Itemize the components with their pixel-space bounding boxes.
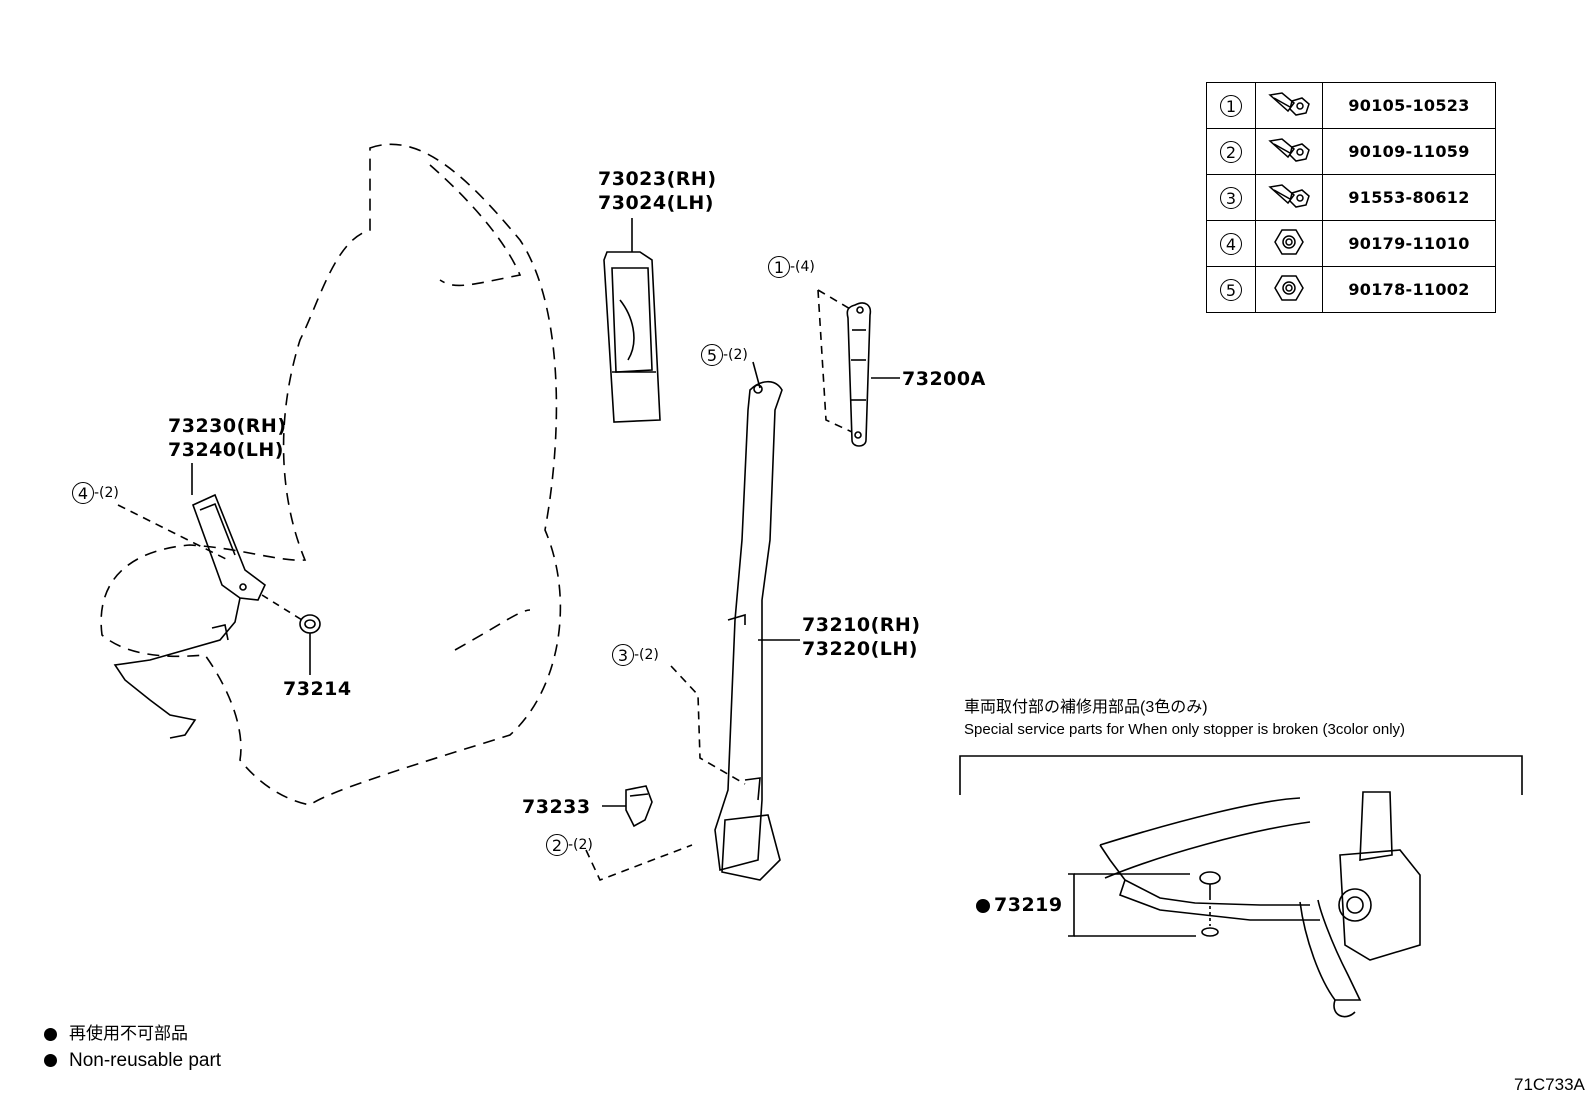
diagram-id: 71C733A [1514, 1075, 1585, 1094]
ref-number: 3 [1220, 186, 1242, 209]
label-belt-rh: 73210(RH) [802, 614, 921, 636]
ref-callout-1: 1-(4) [768, 256, 815, 278]
buckle-assembly [113, 463, 266, 739]
part-number: 91553-80612 [1322, 174, 1496, 221]
parts-table-row: 4 90179-11010 [1206, 220, 1496, 267]
parts-table-row: 5 90178-11002 [1206, 266, 1496, 313]
ref-number: 2 [1220, 140, 1242, 163]
label-clip: 73233 [522, 796, 591, 818]
legend-en: Non-reusable part [44, 1051, 221, 1070]
parts-table: 1 90105-10523 2 90109-11059 3 91553-80612 4 901… [1206, 82, 1496, 313]
legend-jp: 再使用不可部品 [44, 1025, 188, 1042]
part-number: 90179-11010 [1322, 220, 1496, 267]
ref-callout-2: 2-(2) [546, 834, 593, 856]
leader-lines [117, 504, 746, 882]
part-number: 90105-10523 [1322, 82, 1496, 129]
nut-icon [1272, 228, 1306, 263]
ref-number: 4 [1220, 232, 1242, 255]
special-service-title-jp: 車両取付部の補修用部品(3色のみ) [964, 699, 1208, 716]
parts-table-row: 1 90105-10523 [1206, 82, 1496, 129]
clip-part [602, 785, 653, 828]
special-service-frame [959, 755, 1523, 937]
part-number: 90109-11059 [1322, 128, 1496, 175]
parts-table-row: 2 90109-11059 [1206, 128, 1496, 175]
label-buckle-rh: 73230(RH) [168, 415, 287, 437]
seat-belt-assembly [714, 380, 800, 881]
nut-icon [1272, 274, 1306, 309]
ref-callout-3: 3-(2) [612, 644, 659, 666]
stopper-illustration [1099, 791, 1421, 1018]
shoulder-belt-cover [603, 218, 661, 423]
non-reusable-dot-icon [44, 1028, 57, 1042]
label-buckle-lh: 73240(LH) [168, 439, 284, 461]
bolt-icon [1266, 91, 1312, 123]
adjuster-part [817, 289, 900, 447]
parts-table-row: 3 91553-80612 [1206, 174, 1496, 221]
special-service-title-en: Special service parts for When only stop… [964, 721, 1406, 738]
label-cover-lh: 73024(LH) [598, 192, 714, 214]
ref-callout-5: 5-(2) [701, 344, 748, 366]
non-reusable-dot-icon [976, 898, 990, 913]
non-reusable-dot-icon [44, 1054, 57, 1068]
ref-number: 5 [1220, 278, 1242, 301]
ref-callout-4: 4-(2) [72, 482, 119, 504]
leader-lines-solid [752, 361, 761, 389]
label-adjuster: 73200A [902, 368, 986, 390]
part-number: 90178-11002 [1322, 266, 1496, 313]
label-stopper: 73219 [976, 896, 1063, 915]
label-belt-lh: 73220(LH) [802, 638, 918, 660]
seat-outline [100, 143, 562, 806]
washer-part [261, 594, 321, 675]
label-cover-rh: 73023(RH) [598, 168, 717, 190]
bolt-icon [1266, 137, 1312, 169]
ref-number: 1 [1220, 94, 1242, 117]
label-washer: 73214 [283, 678, 352, 700]
bolt-icon [1266, 183, 1312, 215]
